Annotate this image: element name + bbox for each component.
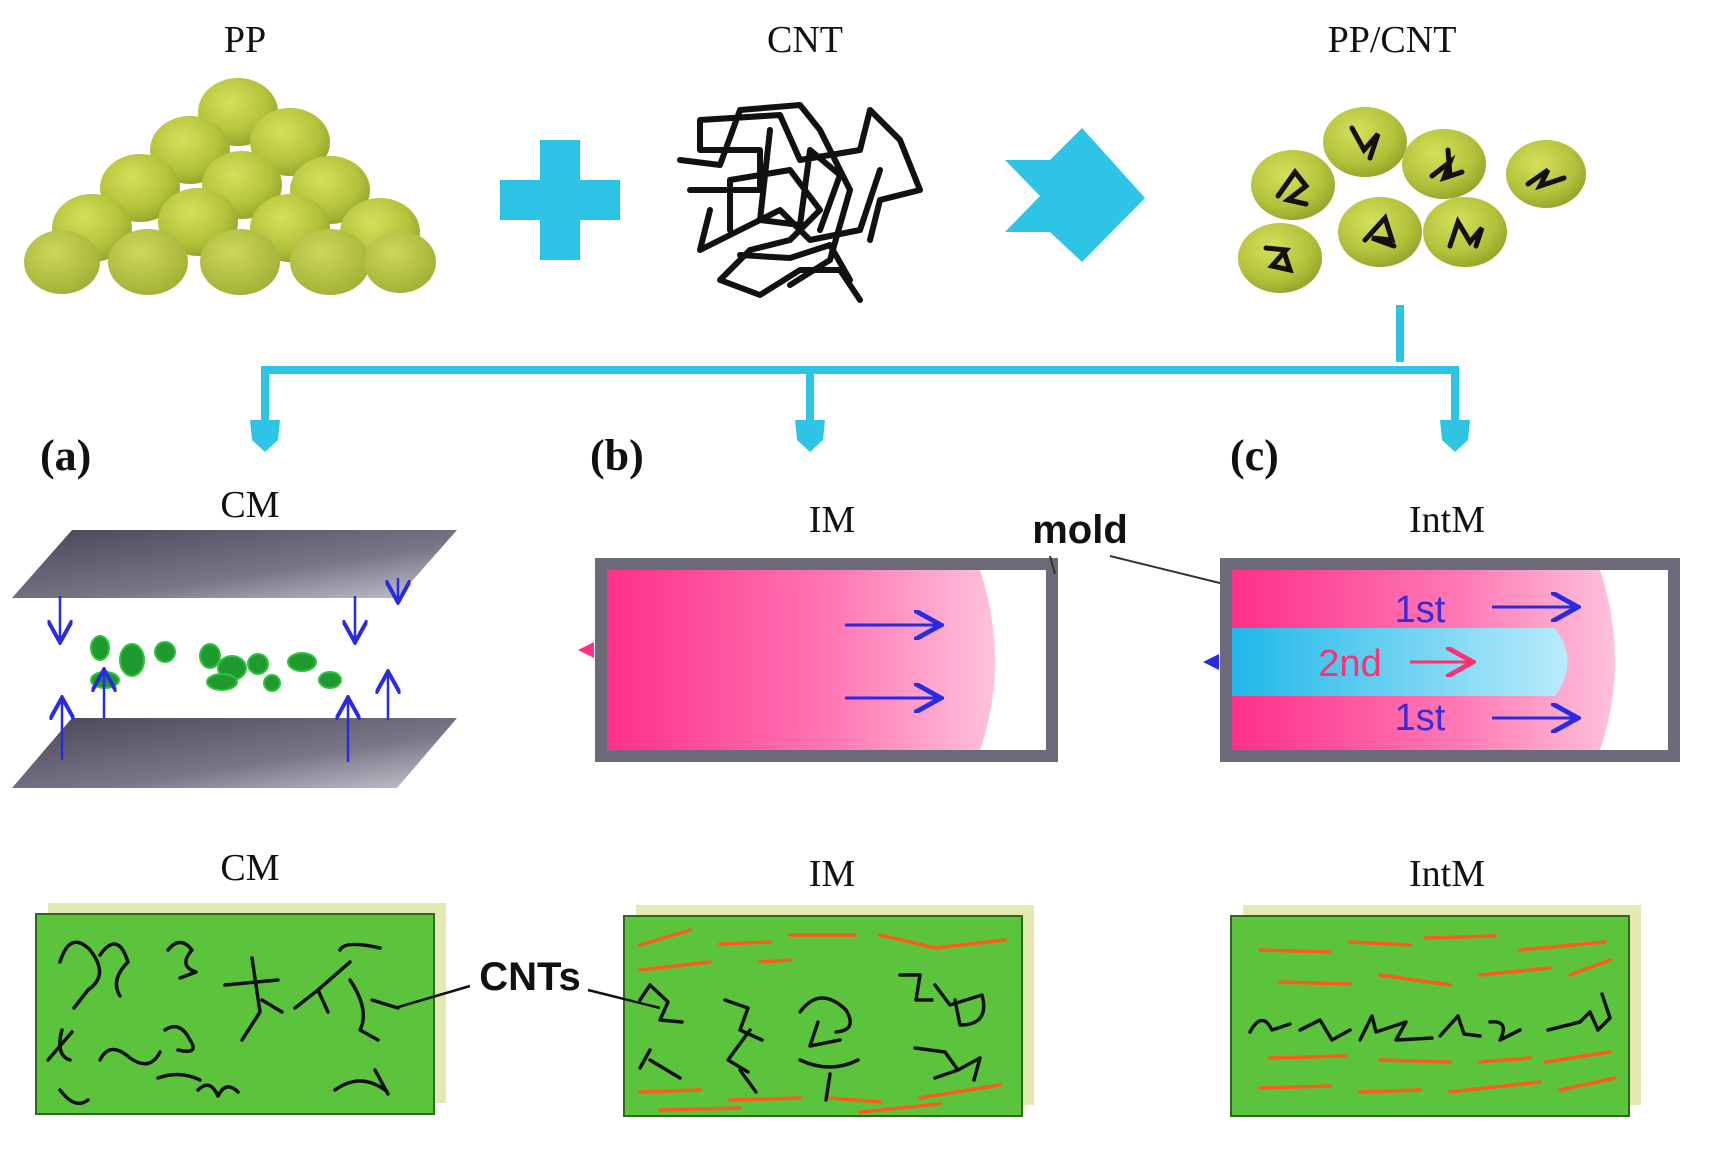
distribution-connector (261, 305, 1459, 420)
down-arrow-heads (250, 420, 1470, 452)
cnts-callout-lines (394, 984, 661, 1010)
panel-a-process-label: CM (220, 484, 279, 526)
im-morphology-block (623, 905, 1034, 1117)
ppcnt-pellets (1238, 107, 1586, 293)
panel-b-process-label: IM (809, 499, 855, 541)
mold-callout-label: mold (1032, 508, 1128, 552)
panel-a-result-label: CM (220, 847, 279, 889)
ppcnt-label: PP/CNT (1328, 19, 1457, 61)
cm-morphology-block (35, 903, 446, 1115)
panel-c-process-label: IntM (1409, 499, 1485, 541)
injection-gate-icon (578, 642, 594, 658)
compression-mold (12, 530, 457, 788)
cnt-label: CNT (767, 19, 843, 61)
second-gate-icon (1203, 654, 1219, 670)
pp-label: PP (224, 19, 266, 61)
intm-flow-first-top: 1st (1395, 589, 1446, 631)
interval-injection-mold: 1st 2nd 1st (1203, 558, 1680, 762)
panel-c-result-label: IntM (1409, 853, 1485, 895)
pp-pellet-pile (24, 78, 436, 295)
panel-b-result-label: IM (809, 853, 855, 895)
cnts-callout-label: CNTs (479, 955, 580, 999)
intm-morphology-block (1230, 905, 1641, 1117)
panel-a-tag: (a) (40, 431, 91, 480)
panel-b-tag: (b) (590, 431, 644, 480)
intm-flow-first-bottom: 1st (1395, 697, 1446, 739)
intm-flow-second: 2nd (1318, 643, 1381, 685)
mold-callout-lines (1049, 555, 1233, 587)
process-arrow (1005, 128, 1145, 262)
plus-icon (500, 140, 620, 260)
cnt-tangle (677, 102, 923, 303)
panel-c-tag: (c) (1230, 431, 1279, 480)
injection-mold (578, 558, 1058, 762)
